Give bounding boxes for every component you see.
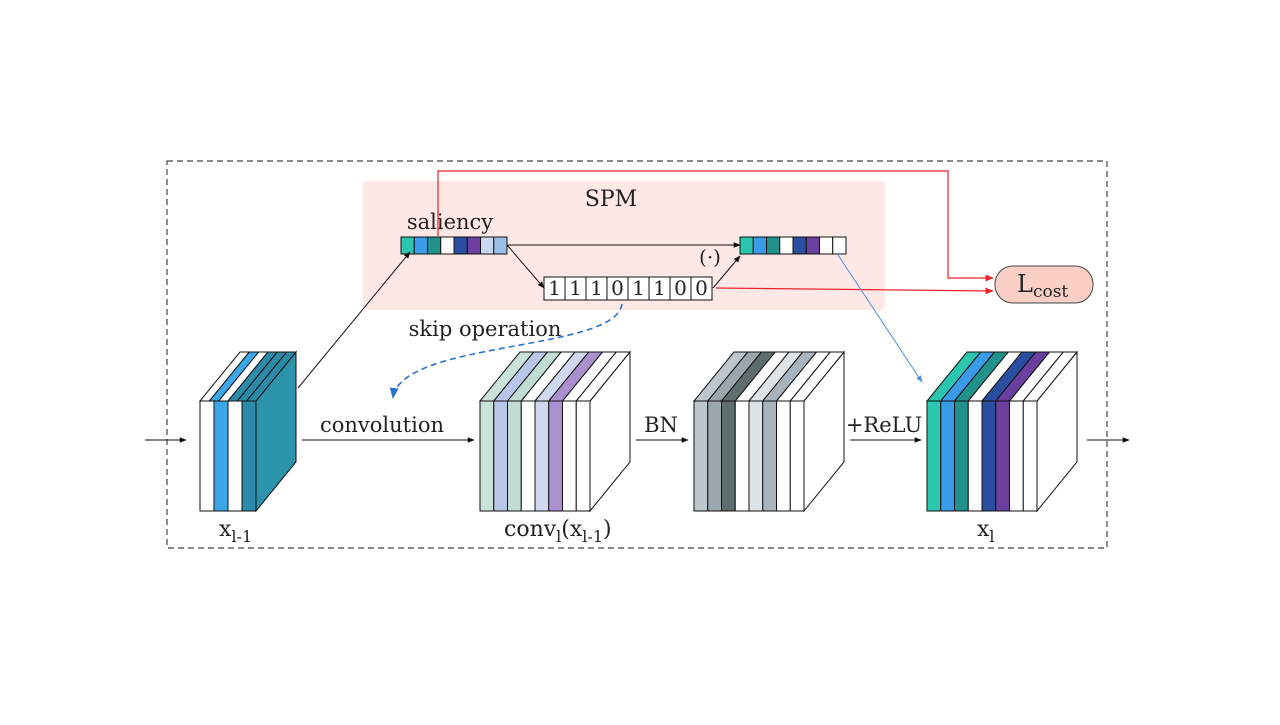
mask-apply-arrow — [837, 254, 923, 383]
mask-bit-7: 0 — [695, 276, 708, 300]
saliency-cell-3 — [440, 236, 455, 255]
bn-tensor-slice-1 — [707, 400, 722, 512]
masked-saliency-cell-2 — [766, 236, 781, 255]
saliency-to-cost-line — [437, 170, 994, 282]
cost-box — [994, 265, 1094, 304]
output-tensor-slice-3 — [967, 400, 983, 512]
conv-tensor-slice-4 — [534, 400, 550, 512]
conv-tensor-slice-7 — [575, 400, 591, 512]
masked-saliency-cell-1 — [752, 236, 767, 255]
saliency-label: saliency — [407, 210, 493, 234]
output-tensor-slice-0 — [926, 400, 942, 512]
mask-bit-6: 0 — [674, 276, 687, 300]
cost-label: Lcost — [1017, 270, 1068, 302]
conv-tensor-label: convl(xl-1) — [504, 517, 612, 546]
bn-tensor-slice-2 — [721, 400, 736, 512]
output-tensor-slice-5 — [995, 400, 1010, 512]
bn-tensor-slice-7 — [789, 400, 805, 512]
relu-label: +ReLU — [846, 413, 922, 437]
bn-tensor-slice-0 — [693, 400, 709, 512]
mask-bit-1: 1 — [569, 276, 582, 300]
conv-tensor-slice-6 — [562, 400, 577, 512]
convolution-label: convolution — [320, 413, 444, 437]
saliency-cell-4 — [453, 236, 468, 255]
output-tensor-slice-4 — [981, 400, 997, 512]
input-tensor-label: xl-1 — [219, 517, 252, 546]
saliency-cell-7 — [493, 236, 508, 255]
mask-bit-3: 0 — [611, 276, 624, 300]
mask-cell-7 — [690, 276, 713, 301]
input-tensor — [198, 350, 298, 513]
mask-to-output-arrow — [712, 255, 741, 289]
saliency-cell-2 — [427, 236, 442, 255]
input-tensor-slice-3 — [241, 400, 257, 512]
output-tensor-slice-6 — [1009, 400, 1024, 512]
skip-operation-label: skip operation — [409, 317, 562, 341]
conv-tensor-slice-3 — [520, 400, 536, 512]
saliency-cell-1 — [413, 236, 428, 255]
input-tensor-slice-0 — [199, 400, 215, 512]
mask-bit-0: 1 — [548, 276, 561, 300]
output-tensor-slice-1 — [940, 400, 955, 512]
output-tensor-slice-7 — [1022, 400, 1038, 512]
bn-tensor-slice-5 — [762, 400, 777, 512]
mask-bit-4: 1 — [632, 276, 645, 300]
saliency-cell-6 — [480, 236, 495, 255]
masked-saliency-cell-0 — [739, 236, 754, 255]
spm-title: SPM — [585, 187, 637, 212]
bn-tensor-slice-6 — [776, 400, 791, 512]
masked-saliency-vector — [739, 236, 847, 255]
input-tensor-slice-1 — [213, 400, 229, 512]
skip-operation-arrow — [389, 303, 623, 400]
bn-tensor-slice-3 — [734, 400, 750, 512]
masked-saliency-cell-6 — [819, 236, 834, 255]
bn-tensor-slice-4 — [748, 400, 764, 512]
multiply-symbol: (·) — [699, 245, 721, 269]
output-tensor — [925, 350, 1079, 513]
conv-tensor-slice-0 — [479, 400, 495, 512]
conv-tensor-slice-2 — [507, 400, 522, 512]
saliency-vector — [400, 236, 508, 255]
mask-bit-5: 1 — [653, 276, 666, 300]
saliency-cell-0 — [400, 236, 415, 255]
mask-to-cost-line — [715, 287, 994, 295]
input-tensor-slice-2 — [227, 400, 243, 512]
input-to-saliency-arrow — [297, 251, 411, 389]
saliency-to-mask-arrow — [506, 244, 545, 289]
saliency-cell-5 — [466, 236, 481, 255]
masked-saliency-cell-5 — [805, 236, 820, 255]
output-tensor-label: xl — [977, 517, 995, 546]
bn-label: BN — [644, 413, 678, 437]
masked-saliency-cell-4 — [792, 236, 807, 255]
masked-saliency-cell-3 — [779, 236, 794, 255]
conv-tensor-slice-5 — [548, 400, 563, 512]
conv-tensor — [478, 350, 632, 513]
output-tensor-slice-2 — [954, 400, 969, 512]
masked-saliency-cell-7 — [832, 236, 847, 255]
bn-tensor — [692, 350, 846, 513]
module-frame — [166, 160, 1108, 549]
conv-tensor-slice-1 — [493, 400, 508, 512]
mask-bit-2: 1 — [590, 276, 603, 300]
